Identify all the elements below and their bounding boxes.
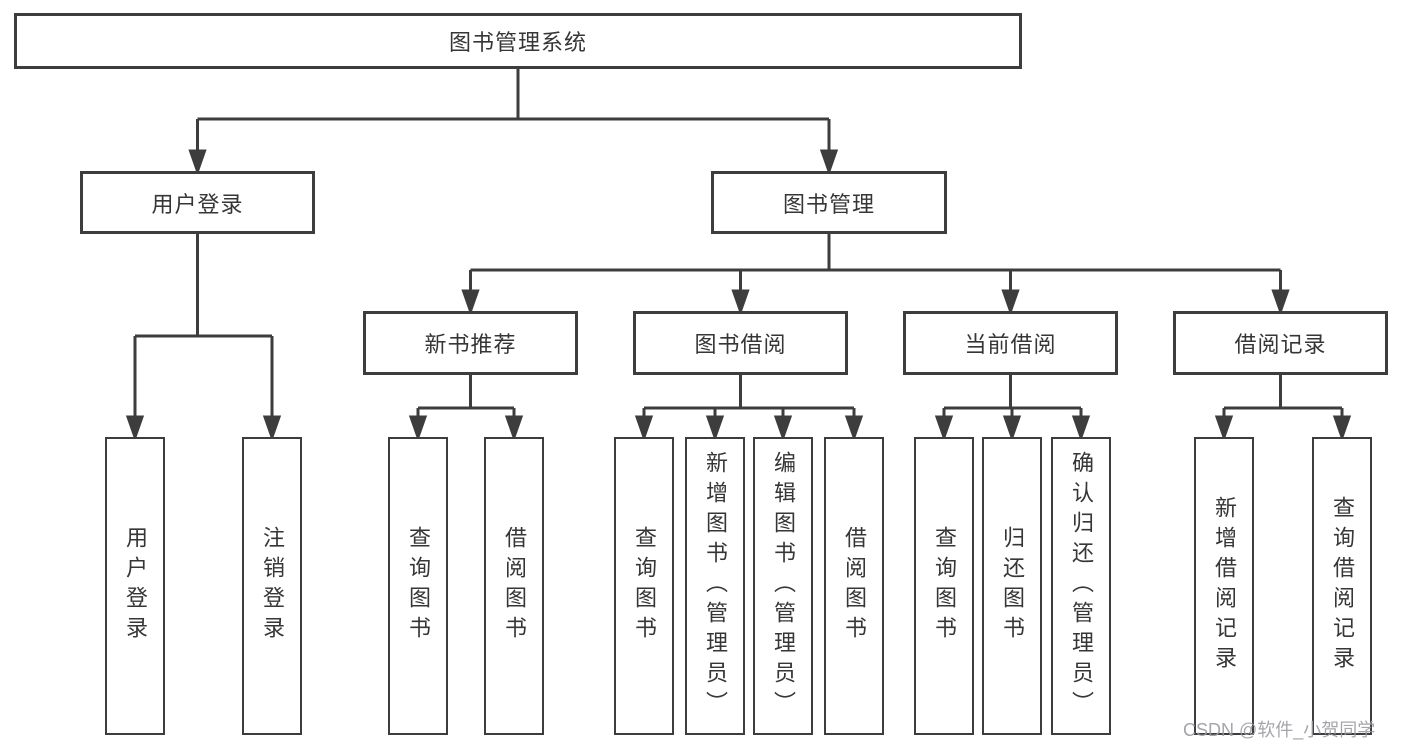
connector-user-login-split: [135, 233, 272, 338]
arrow-to-book-borrow: [731, 270, 750, 316]
leaf-box-query-borrow-record: 查询借阅记录: [1312, 437, 1372, 735]
leaf-label-query-books-1: 查询图书: [406, 526, 431, 646]
leaf-box-logout: 注销登录: [242, 437, 302, 735]
leaf-label-query-books-3: 查询图书: [932, 526, 957, 646]
watermark-text: CSDN @软件_小贺同学: [1183, 720, 1376, 740]
leaf-label-user-login: 用户登录: [123, 526, 148, 646]
leaf-label-confirm-return-admin: 确认归还（管理员）: [1069, 451, 1094, 721]
leaf-label-borrow-books-2: 借阅图书: [842, 526, 867, 646]
node-label-borrow-records: 借阅记录: [1234, 332, 1327, 357]
node-label-root: 图书管理系统: [448, 30, 587, 55]
node-box-user-login: 用户登录: [80, 171, 315, 234]
leaf-box-borrow-books-1: 借阅图书: [484, 437, 544, 735]
node-label-book-borrow: 图书借阅: [694, 332, 787, 357]
leaf-box-edit-books-admin: 编辑图书（管理员）: [753, 437, 813, 735]
connector-borrow-records-split: [1224, 375, 1342, 410]
leaf-label-query-books-2: 查询图书: [632, 526, 657, 646]
leaf-box-return-books: 归还图书: [982, 437, 1042, 735]
leaf-box-query-books-3: 查询图书: [914, 437, 974, 735]
arrow-to-book-management: [819, 119, 839, 176]
connector-book-borrow-split: [644, 375, 854, 410]
arrow-to-leaf-user-login: [125, 336, 145, 442]
leaf-box-query-books-2: 查询图书: [614, 437, 674, 735]
arrow-to-borrow-records: [1271, 270, 1290, 316]
node-label-current-borrow: 当前借阅: [964, 332, 1057, 357]
leaf-label-query-borrow-record: 查询借阅记录: [1330, 496, 1355, 676]
node-label-book-management: 图书管理: [782, 191, 875, 217]
node-box-borrow-records: 借阅记录: [1173, 311, 1388, 375]
connector-current-borrow-split: [944, 375, 1081, 410]
arrow-to-new-book-recommend: [461, 270, 480, 316]
node-box-new-book-recommend: 新书推荐: [363, 311, 578, 375]
leaf-box-confirm-return-admin: 确认归还（管理员）: [1051, 437, 1111, 735]
node-box-current-borrow: 当前借阅: [903, 311, 1118, 375]
leaf-label-logout: 注销登录: [260, 526, 285, 646]
leaf-label-add-books-admin: 新增图书（管理员）: [703, 451, 728, 721]
node-label-user-login: 用户登录: [151, 191, 244, 217]
connector-root-split: [197, 69, 829, 121]
node-box-root: 图书管理系统: [14, 13, 1022, 69]
node-box-book-borrow: 图书借阅: [633, 311, 848, 375]
leaf-label-borrow-books-1: 借阅图书: [502, 526, 527, 646]
connector-book-management-split: [470, 233, 1281, 272]
leaf-box-add-books-admin: 新增图书（管理员）: [685, 437, 745, 735]
leaf-label-add-borrow-record: 新增借阅记录: [1212, 496, 1237, 676]
leaf-box-add-borrow-record: 新增借阅记录: [1194, 437, 1254, 735]
arrow-to-leaf-logout: [262, 336, 282, 442]
leaf-box-borrow-books-2: 借阅图书: [824, 437, 884, 735]
node-label-new-book-recommend: 新书推荐: [424, 332, 517, 357]
leaf-box-query-books-1: 查询图书: [388, 437, 448, 735]
leaf-box-user-login: 用户登录: [105, 437, 165, 735]
leaf-label-return-books: 归还图书: [1000, 526, 1025, 646]
connector-new-book-recommend-split: [418, 375, 514, 410]
arrow-to-user-login: [188, 119, 207, 176]
leaf-label-edit-books-admin: 编辑图书（管理员）: [771, 451, 796, 721]
arrow-to-current-borrow: [1001, 270, 1020, 316]
node-box-book-management: 图书管理: [711, 171, 947, 234]
